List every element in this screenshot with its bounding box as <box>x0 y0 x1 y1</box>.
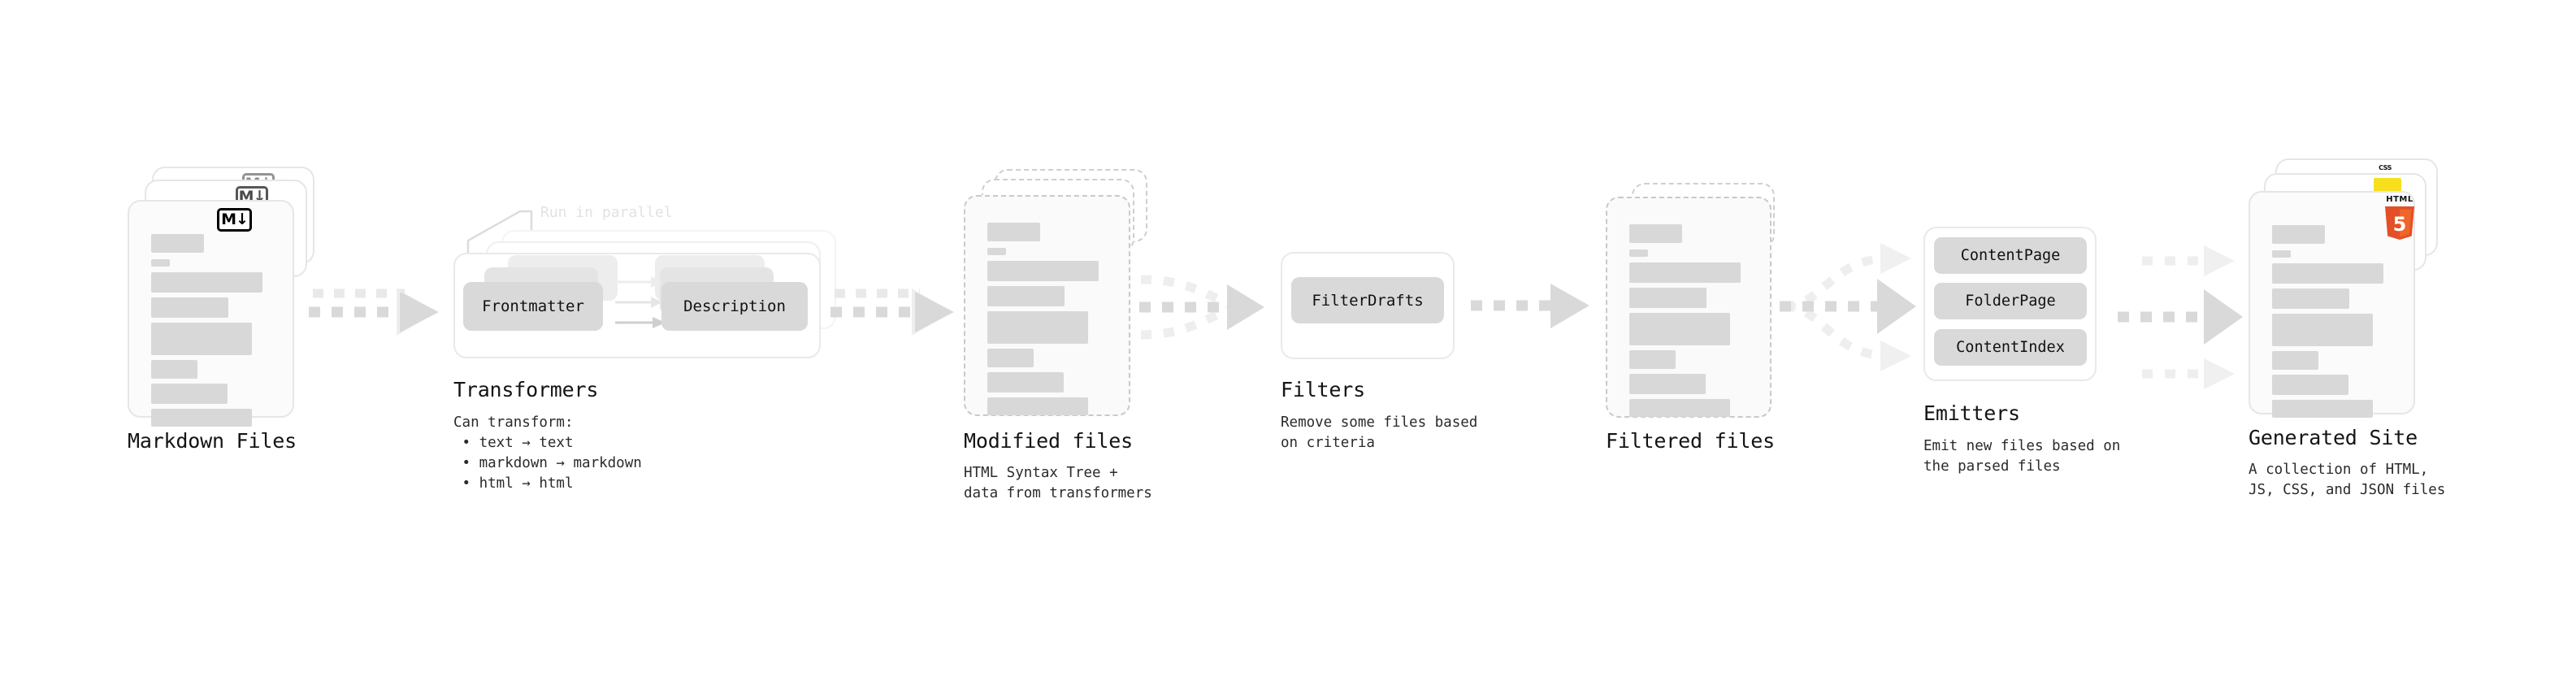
skeleton-bar <box>151 323 252 355</box>
run-in-parallel-label: Run in parallel <box>540 204 673 221</box>
skeleton-bar <box>987 223 1040 241</box>
stage-subtitle-modified-files: HTML Syntax Tree + data from transformer… <box>964 465 1152 501</box>
svg-text:5: 5 <box>2393 213 2407 236</box>
skeleton-bar <box>151 259 170 267</box>
stage-subtitle-filters: Remove some files based on criteria <box>1281 414 1478 451</box>
skeleton-bar <box>1629 288 1706 308</box>
markdown-card-front <box>128 200 294 427</box>
connector-transformers-to-modified <box>830 288 954 336</box>
stage-title-emitters: Emitters <box>1923 401 2020 425</box>
stage-title-generated-site: Generated Site <box>2249 426 2418 449</box>
skeleton-bar <box>1629 249 1648 257</box>
html5-logo-label: HTML <box>2386 195 2413 204</box>
stage-title-filtered-files: Filtered files <box>1606 429 1775 453</box>
stage-subtitle-generated-site: A collection of HTML, JS, CSS, and JSON … <box>2249 462 2446 498</box>
stage-title-transformers: Transformers <box>453 378 599 401</box>
skeleton-bar <box>151 272 262 293</box>
modified-card-front <box>964 195 1130 416</box>
stage-title-modified-files: Modified files <box>964 429 1133 453</box>
skeleton-bar <box>2272 225 2325 244</box>
skeleton-bar <box>151 384 228 404</box>
skeleton-bar <box>987 261 1099 281</box>
skeleton-bar <box>987 397 1088 415</box>
skeleton-bar <box>2272 288 2349 309</box>
skeleton-bar <box>2272 400 2373 418</box>
html5-logo-icon: HTML 5 <box>2381 195 2418 241</box>
skeleton-bar <box>1629 374 1706 394</box>
skeleton-bar <box>987 248 1006 255</box>
skeleton-bar <box>987 286 1065 306</box>
skeleton-bar <box>1629 399 1730 417</box>
skeleton-bar <box>1629 262 1741 283</box>
skeleton-bar <box>2272 250 2291 258</box>
css-logo-label: CSS <box>2379 164 2392 171</box>
skeleton-bar <box>2272 375 2348 395</box>
skeleton-bar <box>151 409 252 427</box>
filter-chip-filterdrafts[interactable]: FilterDrafts <box>1291 277 1444 323</box>
skeleton-bar <box>1629 224 1682 243</box>
skeleton-bar <box>2272 351 2318 370</box>
stage-subtitle-transformers: Can transform: • text → text • markdown … <box>453 414 642 492</box>
stage-subtitle-emitters: Emit new files based on the parsed files <box>1923 438 2121 475</box>
markdown-logo-icon: M↓ <box>217 208 252 232</box>
emitter-chip-folderpage[interactable]: FolderPage <box>1934 283 2087 319</box>
connector-modified-to-filters <box>1139 275 1264 340</box>
skeleton-bar <box>1629 313 1730 345</box>
skeleton-bar <box>1629 350 1676 369</box>
stage-title-markdown-files: Markdown Files <box>128 429 297 453</box>
emitter-chip-contentpage[interactable]: ContentPage <box>1934 237 2087 274</box>
skeleton-bar <box>151 234 204 253</box>
transformer-chip-frontmatter[interactable]: Frontmatter <box>463 282 603 331</box>
skeleton-bar <box>151 360 197 379</box>
connector-filters-to-filtered <box>1471 284 1589 328</box>
skeleton-bar <box>2272 263 2383 284</box>
filtered-card-front <box>1606 197 1772 418</box>
skeleton-bar <box>151 297 228 318</box>
skeleton-bar <box>987 372 1064 393</box>
skeleton-bar <box>2272 314 2373 346</box>
transformer-chip-description[interactable]: Description <box>661 282 808 331</box>
emitter-chip-contentindex[interactable]: ContentIndex <box>1934 329 2087 366</box>
skeleton-bar <box>987 349 1034 367</box>
skeleton-bar <box>987 311 1088 344</box>
stage-title-filters: Filters <box>1281 378 1365 401</box>
connector-md-to-transformers <box>309 288 439 336</box>
